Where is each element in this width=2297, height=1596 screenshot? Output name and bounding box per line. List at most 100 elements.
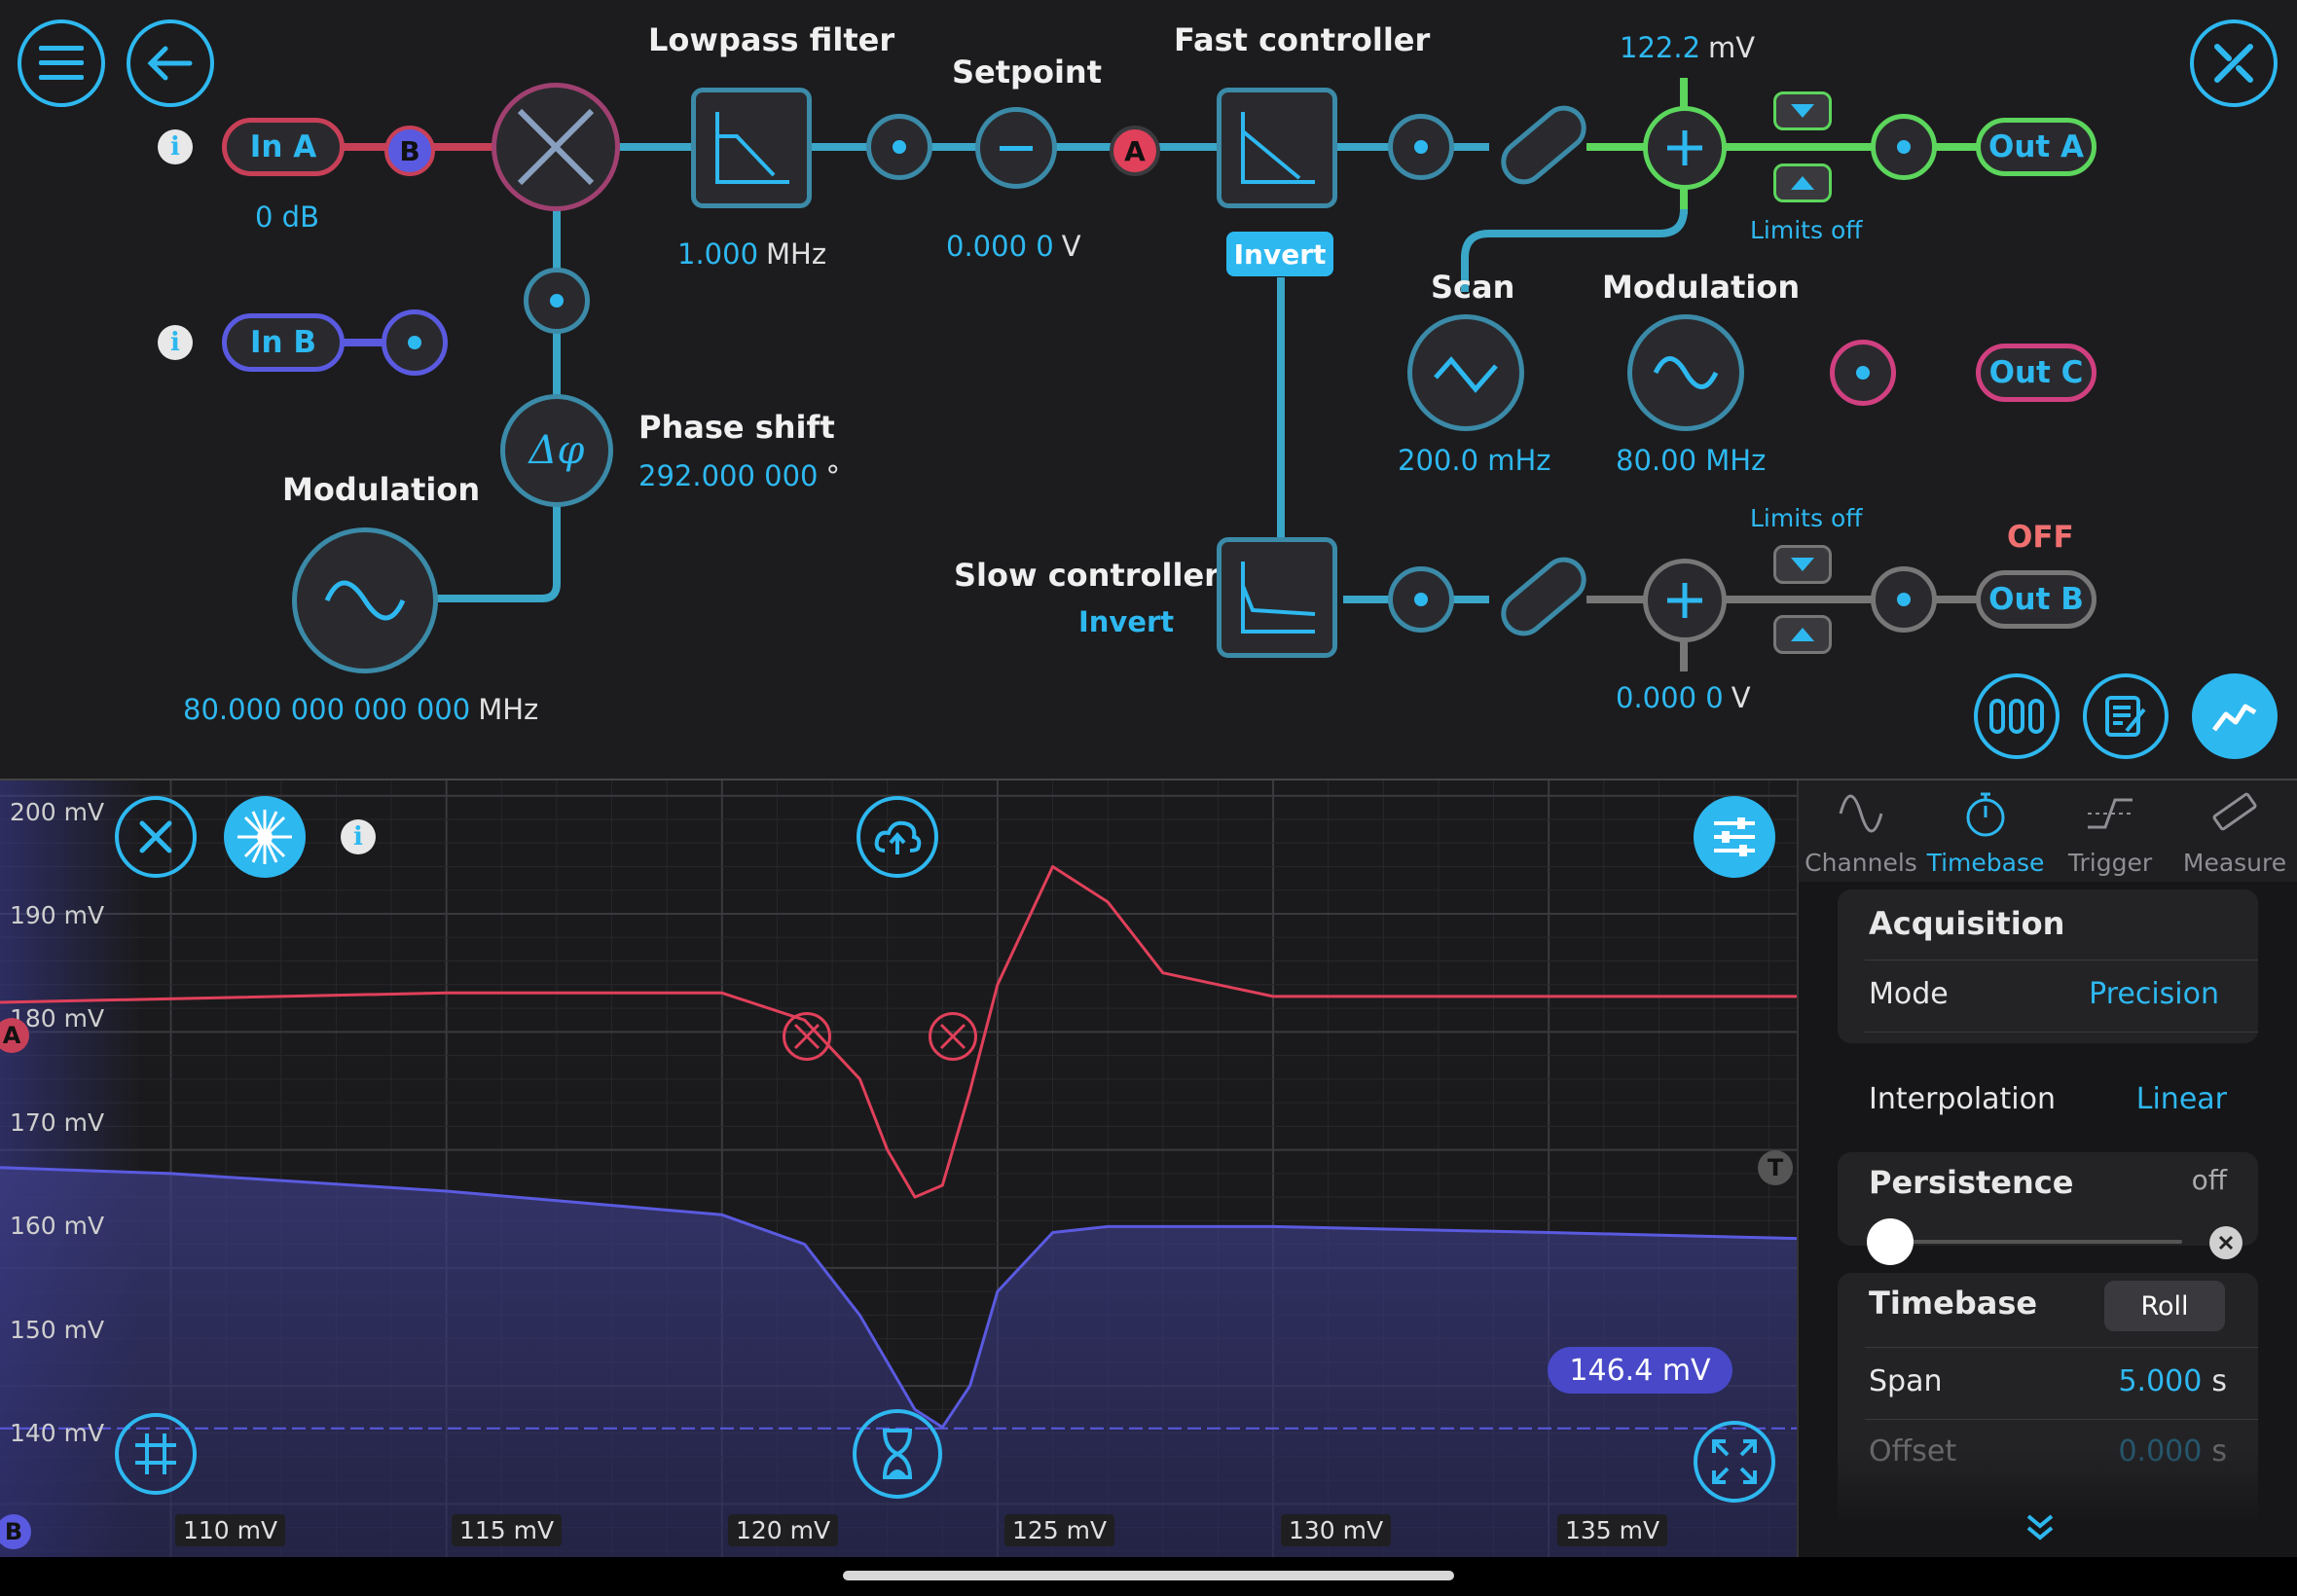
cloud-upload-button[interactable] <box>857 796 938 878</box>
out-c-node[interactable] <box>1830 340 1896 406</box>
close-scope-button[interactable] <box>115 796 197 878</box>
lowpass-title: Lowpass filter <box>648 21 895 58</box>
modulation-left-button[interactable] <box>292 527 438 673</box>
output-b-limit-up-button[interactable] <box>1773 615 1832 654</box>
mixer-node[interactable] <box>492 83 620 211</box>
lowpass-filter-button[interactable] <box>691 88 812 208</box>
badge-a[interactable]: A <box>1110 126 1160 176</box>
cursor-value-badge[interactable]: 146.4 mV <box>1548 1347 1732 1394</box>
output-b-limit-down-button[interactable] <box>1773 545 1832 584</box>
slow-invert-button[interactable]: Invert <box>1078 605 1175 638</box>
y-tick-label: 140 mV <box>10 1419 105 1447</box>
home-indicator[interactable] <box>843 1571 1454 1580</box>
in-b-button[interactable]: In B <box>222 313 345 372</box>
lowpass-output-node[interactable] <box>866 114 932 180</box>
controller-icon <box>1241 112 1315 184</box>
crosshair-icon <box>939 1023 966 1050</box>
scroll-down-button[interactable] <box>2021 1510 2060 1547</box>
out-b-node[interactable] <box>1871 566 1937 633</box>
scan-value: 200.0 mHz <box>1398 444 1551 477</box>
back-button[interactable] <box>127 19 214 107</box>
interpolation-label: Interpolation <box>1869 1082 2056 1116</box>
in-a-gain: 0 dB <box>255 200 319 234</box>
columns-icon <box>1989 699 2044 734</box>
in-b-node[interactable] <box>382 309 448 376</box>
scope-view-button[interactable] <box>2192 673 2278 759</box>
tab-timebase-label: Timebase <box>1926 849 2045 877</box>
output-a-limit-up-button[interactable] <box>1773 163 1832 202</box>
mode-value[interactable]: Precision <box>2089 977 2219 1011</box>
oscilloscope-plot[interactable]: 200 mV 190 mV 180 mV 170 mV 160 mV 150 m… <box>0 780 1797 1557</box>
roll-button[interactable]: Roll <box>2104 1281 2225 1331</box>
in-b-info-icon[interactable]: i <box>158 325 193 360</box>
output-a-limit-down-button[interactable] <box>1773 91 1832 130</box>
output-a-sum-button[interactable] <box>1643 106 1727 190</box>
grid-button[interactable] <box>115 1413 197 1495</box>
interpolation-value[interactable]: Linear <box>2135 1082 2227 1116</box>
in-a-info-icon[interactable]: i <box>158 129 193 164</box>
slow-output-node[interactable] <box>1388 566 1454 633</box>
scope-settings-button[interactable] <box>1694 796 1775 878</box>
panel-fade <box>1838 1452 2258 1557</box>
crosshair-marker[interactable] <box>929 1012 977 1061</box>
setpoint-button[interactable] <box>975 107 1057 189</box>
laser-button[interactable] <box>224 796 306 878</box>
x-tick-label: 125 mV <box>1004 1514 1115 1546</box>
plus-icon <box>1667 583 1702 618</box>
close-icon <box>2218 1235 2234 1251</box>
in-a-label: In A <box>249 129 317 164</box>
scan-button[interactable] <box>1407 314 1524 431</box>
tab-channels[interactable]: Channels <box>1799 780 1923 878</box>
modulation-right-button[interactable] <box>1627 314 1744 431</box>
menu-button[interactable] <box>18 19 105 107</box>
tab-measure[interactable]: Measure <box>2172 780 2297 878</box>
channel-a-marker[interactable]: A <box>0 1018 29 1053</box>
fast-controller-button[interactable] <box>1217 88 1337 208</box>
minus-icon <box>1000 145 1033 151</box>
slow-controller-button[interactable] <box>1217 537 1337 658</box>
mode-label: Mode <box>1869 977 1949 1011</box>
output-b-sum-button[interactable] <box>1643 559 1727 642</box>
trigger-marker[interactable]: T <box>1758 1150 1793 1185</box>
crosshair-marker[interactable] <box>783 1012 831 1061</box>
tools-button[interactable] <box>2190 19 2278 107</box>
out-a-node[interactable] <box>1871 114 1937 180</box>
mixer-output-node[interactable] <box>524 268 590 334</box>
fast-invert-button[interactable]: Invert <box>1226 232 1333 276</box>
out-b-button[interactable]: Out B <box>1976 570 2096 629</box>
persistence-clear-button[interactable] <box>2209 1226 2242 1259</box>
multiply-icon <box>517 108 595 186</box>
fullscreen-button[interactable] <box>1694 1421 1775 1503</box>
chart-line-icon <box>2212 704 2257 732</box>
interpolation-row[interactable]: Interpolation Linear <box>1869 1082 2227 1116</box>
channels-view-button[interactable] <box>1974 673 2060 759</box>
output-b-limits: Limits off <box>1750 504 1863 532</box>
notes-button[interactable] <box>2083 673 2169 759</box>
persistence-slider-thumb[interactable] <box>1867 1218 1914 1265</box>
tab-timebase[interactable]: Timebase <box>1923 780 2048 878</box>
out-c-button[interactable]: Out C <box>1976 344 2096 402</box>
out-a-button[interactable]: Out A <box>1976 118 2096 176</box>
sine-wave-icon <box>324 580 406 621</box>
channel-b-marker[interactable]: B <box>0 1514 31 1549</box>
x-tick-label: 115 mV <box>452 1514 563 1546</box>
persistence-slider-track[interactable] <box>1892 1240 2182 1244</box>
scope-info-icon[interactable]: i <box>341 819 376 854</box>
mode-row[interactable]: Mode Precision <box>1869 977 2219 1011</box>
panel-tab-bar <box>1799 780 2297 882</box>
sine-wave-icon <box>1653 356 1719 389</box>
in-a-button[interactable]: In A <box>222 118 345 176</box>
acquisition-timer-button[interactable] <box>853 1409 942 1499</box>
badge-b[interactable]: B <box>384 126 435 176</box>
tab-trigger[interactable]: Trigger <box>2048 780 2172 878</box>
phase-shift-button[interactable]: Δφ <box>500 394 613 507</box>
grid-icon <box>135 1433 176 1474</box>
fast-output-node[interactable] <box>1388 114 1454 180</box>
triangle-up-icon <box>1791 628 1814 641</box>
tab-channels-label: Channels <box>1805 849 1917 877</box>
